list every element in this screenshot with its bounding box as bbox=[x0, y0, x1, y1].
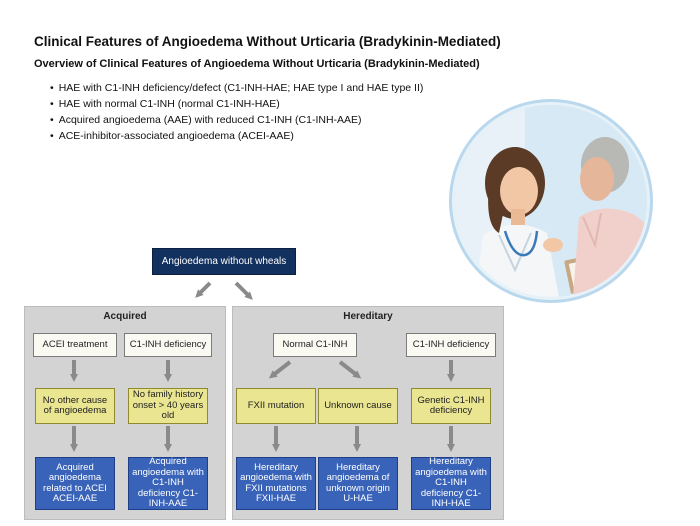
c1-inh-aae-box: Acquired angioedema with C1-INH deficien… bbox=[128, 457, 208, 510]
fxii-hae-box: Hereditary angioedema with FXII mutation… bbox=[236, 457, 316, 510]
no-family-history-box: No family history onset > 40 years old bbox=[128, 388, 208, 424]
acei-aae-box: Acquired angioedema related to ACEI ACEI… bbox=[35, 457, 115, 510]
c1-inh-deficiency-acquired-box: C1-INH deficiency bbox=[124, 333, 212, 357]
arrow-normal-unknown bbox=[338, 360, 362, 379]
normal-c1-inh-box: Normal C1-INH bbox=[273, 333, 357, 357]
hereditary-panel-title: Hereditary bbox=[343, 311, 393, 322]
unknown-cause-box: Unknown cause bbox=[318, 388, 398, 424]
bullet-item: HAE with normal C1-INH (normal C1-INH-HA… bbox=[50, 96, 423, 112]
c1-inh-hae-box: Hereditary angioedema with C1-INH defici… bbox=[411, 457, 491, 510]
acquired-panel-title: Acquired bbox=[103, 311, 147, 322]
acei-treatment-box: ACEI treatment bbox=[33, 333, 117, 357]
root-box: Angioedema without wheals bbox=[152, 248, 296, 275]
no-other-cause-box: No other cause of angioedema bbox=[35, 388, 115, 424]
u-hae-box: Hereditary angioedema of unknown origin … bbox=[318, 457, 398, 510]
fxii-mutation-box: FXII mutation bbox=[236, 388, 316, 424]
arrow-root-acquired bbox=[195, 281, 212, 298]
arrow-root-hereditary bbox=[234, 281, 253, 300]
bullet-item: ACE-inhibitor-associated angioedema (ACE… bbox=[50, 128, 423, 144]
genetic-c1-inh-deficiency-box: Genetic C1-INH deficiency bbox=[411, 388, 491, 424]
slide-subtitle: Overview of Clinical Features of Angioed… bbox=[34, 58, 480, 70]
c1-inh-deficiency-hereditary-box: C1-INH deficiency bbox=[406, 333, 496, 357]
bullet-item: HAE with C1-INH deficiency/defect (C1-IN… bbox=[50, 80, 424, 96]
bullet-list: HAE with C1-INH deficiency/defect (C1-IN… bbox=[50, 80, 424, 144]
arrow-normal-fxii bbox=[268, 360, 292, 379]
bullet-item: Acquired angioedema (AAE) with reduced C… bbox=[50, 112, 423, 128]
slide-title: Clinical Features of Angioedema Without … bbox=[34, 34, 501, 49]
